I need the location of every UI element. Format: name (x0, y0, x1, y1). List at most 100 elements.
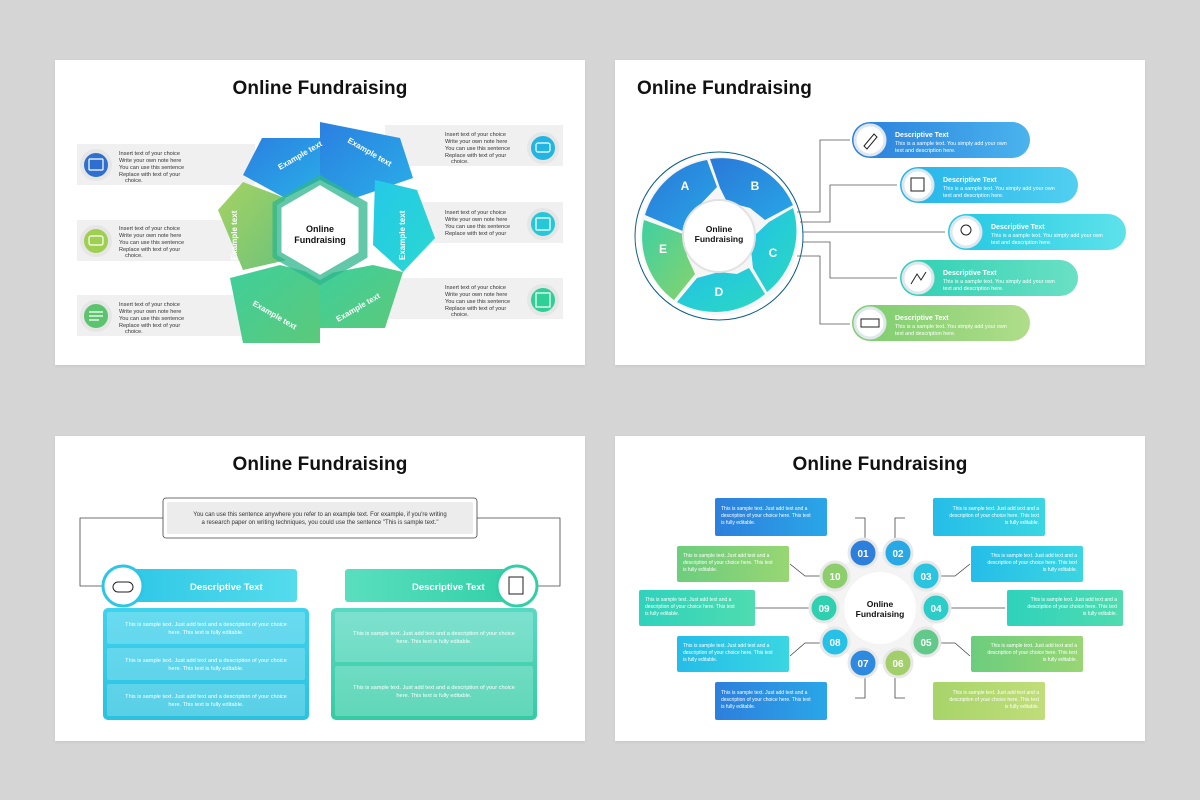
descriptive-pill-4 (900, 260, 1078, 296)
pill-text: text and description here. (991, 240, 1052, 246)
slide-hexagon: Online Fundraising Online Fundraising Ex (55, 60, 585, 365)
chart-report-icon (901, 168, 935, 202)
row-text: here. This text is fully editable. (168, 666, 244, 672)
svg-text:You can use this sentence: You can use this sentence (445, 146, 510, 152)
box-text: description of your choice here. This te… (987, 650, 1077, 656)
svg-text:You can use this sentence: You can use this sentence (119, 240, 184, 246)
box-text: description of your choice here. This te… (645, 604, 735, 610)
intro-text-line1: You can use this sentence anywhere you r… (193, 512, 446, 518)
step-box-01 (715, 498, 827, 536)
svg-text:Replace with text of your: Replace with text of your (119, 172, 180, 178)
step-10 (819, 560, 851, 592)
step-number: 06 (892, 659, 904, 670)
box-text: This is sample text. Just add text and a (953, 690, 1040, 696)
step-box-02 (933, 498, 1045, 536)
pill-title: Descriptive Text (895, 132, 949, 139)
hex-segment-green (230, 265, 320, 343)
descriptive-pill-1 (852, 122, 1030, 158)
hex-segment-teal (320, 265, 403, 328)
box-text: is fully editable. (1005, 520, 1039, 526)
hex-segment-cyan (373, 180, 435, 272)
segment-label: Example text (230, 210, 239, 260)
cycle-segment-d (677, 268, 765, 312)
pill-text: This is a sample text. You simply add yo… (895, 141, 1007, 147)
step-box-06 (933, 682, 1045, 720)
svg-text:Replace with text of your: Replace with text of your (445, 306, 506, 312)
bullet-list-right-2: Insert text of your choice Write your ow… (445, 210, 510, 237)
pill-text: This is a sample text. You simply add yo… (943, 279, 1055, 285)
svg-text:Insert text of your choice: Insert text of your choice (445, 210, 506, 216)
svg-text:Write your own note here: Write your own note here (119, 158, 181, 164)
row-text: This is sample text. Just add text and a… (125, 694, 287, 700)
step-box-10 (677, 546, 789, 582)
svg-text:Write your own note here: Write your own note here (119, 233, 181, 239)
step-number: 03 (920, 572, 932, 583)
box-text: description of your choice here. This te… (683, 560, 773, 566)
box-text: description of your choice here. This te… (949, 697, 1039, 703)
slide-title: Online Fundraising (792, 454, 968, 475)
left-header-title: Descriptive Text (190, 582, 264, 593)
step-box-05 (971, 636, 1083, 672)
svg-text:You can use this sentence: You can use this sentence (445, 224, 510, 230)
connector-lines (79, 517, 561, 587)
text-band (77, 125, 563, 336)
box-text: is fully editable. (1043, 567, 1077, 573)
step-boxes (639, 498, 1123, 720)
money-hand-icon (80, 225, 112, 257)
box-text: is fully editable. (683, 657, 717, 663)
slide-title: Online Fundraising (232, 454, 408, 475)
svg-text:Write your own note here: Write your own note here (119, 309, 181, 315)
box-text: This is sample text. Just add text and a (721, 690, 808, 696)
cycle-center (682, 199, 756, 273)
box-text: This is sample text. Just add text and a (683, 553, 770, 559)
svg-text:Write your own note here: Write your own note here (445, 292, 507, 298)
box-text: description of your choice here. This te… (721, 513, 811, 519)
pill-text: text and description here. (895, 148, 956, 154)
pill-title: Descriptive Text (943, 270, 997, 277)
box-text: is fully editable. (1083, 611, 1117, 617)
right-header (345, 569, 527, 602)
box-text: description of your choice here. This te… (987, 560, 1077, 566)
gear-hand-icon (949, 215, 983, 249)
closed-sign-icon (853, 306, 887, 340)
left-body (103, 608, 309, 720)
svg-text:Write your own note here: Write your own note here (445, 217, 507, 223)
svg-text:Write your own note here: Write your own note here (445, 139, 507, 145)
pill-text: text and description here. (943, 286, 1004, 292)
step-number: 10 (829, 572, 841, 583)
id-card-icon (80, 149, 112, 181)
step-08 (819, 626, 851, 658)
row-text: This is sample text. Just add text and a… (125, 658, 287, 664)
slide-title: Online Fundraising (232, 78, 408, 99)
pill-text: This is a sample text. You simply add yo… (895, 324, 1007, 330)
step-05 (910, 626, 942, 658)
step-number: 05 (920, 638, 932, 649)
slide-comparison: Online Fundraising You can use this sent… (55, 436, 585, 741)
slide-ten-steps: Online Fundraising Online Fundraising (615, 436, 1145, 741)
letter-d: D (715, 285, 724, 299)
center-label-line2: Fundraising (294, 235, 346, 245)
step-07 (847, 647, 879, 679)
box-text: is fully editable. (645, 611, 679, 617)
descriptive-pill-2 (900, 167, 1078, 203)
step-number: 04 (930, 604, 942, 615)
pill-title: Descriptive Text (991, 224, 1045, 231)
center-label-line1: Online (306, 224, 334, 234)
hex-segment-blue-2 (320, 122, 413, 198)
pill-text: text and description here. (895, 331, 956, 337)
box-text: description of your choice here. This te… (1027, 604, 1117, 610)
step-number: 07 (857, 659, 869, 670)
left-header (115, 569, 297, 602)
right-header-title: Descriptive Text (412, 582, 486, 593)
row-text: here. This text is fully editable. (396, 639, 472, 645)
box-text: This is sample text. Just add text and a (991, 553, 1078, 559)
step-box-07 (715, 682, 827, 720)
step-box-04 (1007, 590, 1123, 626)
descriptive-pill-5 (852, 305, 1030, 341)
descriptive-pill-3 (948, 214, 1126, 250)
svg-text:choice.: choice. (451, 312, 469, 318)
bullet-list-right-1: Insert text of your choice Write your ow… (445, 132, 510, 165)
center-label-line2: Fundraising (856, 609, 905, 619)
svg-text:Replace with text of your: Replace with text of your (445, 231, 506, 237)
step-01 (847, 537, 879, 569)
